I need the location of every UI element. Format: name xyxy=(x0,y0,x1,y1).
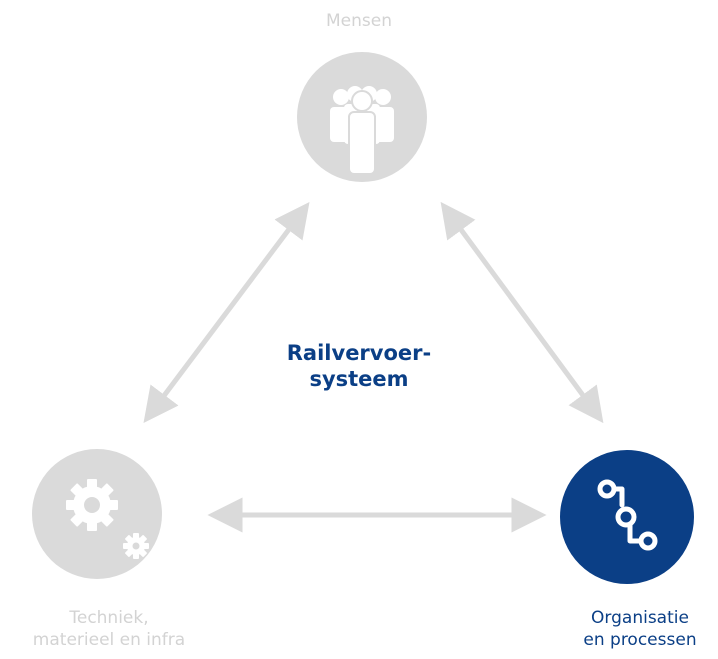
process-flow-icon xyxy=(597,479,658,551)
node-organisation[interactable] xyxy=(560,450,694,584)
node-technique[interactable] xyxy=(32,449,162,579)
label-organisation-line-2: en processen xyxy=(583,630,697,650)
label-technique: Techniek, materieel en infra xyxy=(0,607,218,651)
gears-icon xyxy=(66,479,149,559)
label-organisation-line-1: Organisatie xyxy=(591,608,689,628)
arrow-people-technique xyxy=(143,202,310,423)
label-organisation: Organisatie en processen xyxy=(560,607,718,651)
node-organisation-circle xyxy=(560,450,694,584)
label-technique-line-2: materieel en infra xyxy=(32,630,186,650)
label-technique-line-1: Techniek, xyxy=(69,608,149,628)
people-group-icon xyxy=(330,86,394,175)
node-people[interactable] xyxy=(297,52,427,182)
label-people: Mensen xyxy=(259,10,459,32)
center-title-line-2: systeem xyxy=(309,367,409,391)
center-title-line-1: Railvervoer- xyxy=(286,341,432,365)
arrow-people-organisation xyxy=(440,201,604,424)
label-people-text: Mensen xyxy=(326,11,392,31)
center-title: Railvervoer- systeem xyxy=(259,340,459,392)
